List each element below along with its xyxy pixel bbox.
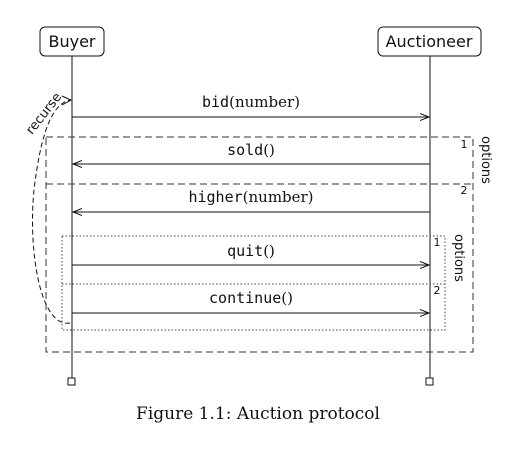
svg-text:higher(number): higher(number) bbox=[188, 188, 313, 206]
inner-branch-2-label: 2 bbox=[434, 284, 441, 297]
inner-options-label: options bbox=[451, 234, 466, 282]
message-bid: bid(number) bbox=[72, 93, 429, 117]
buyer-label: Buyer bbox=[48, 32, 95, 51]
auctioneer-lifeline-end bbox=[425, 377, 434, 386]
message-continue: continue() bbox=[72, 289, 429, 313]
message-quit-arg: () bbox=[263, 242, 275, 260]
message-higher-name: higher bbox=[188, 188, 242, 206]
message-higher-arg: (number) bbox=[243, 188, 314, 206]
message-sold: sold() bbox=[73, 141, 430, 164]
figure-caption: Figure 1.1: Auction protocol bbox=[136, 404, 380, 424]
outer-branch-1-label: 1 bbox=[461, 138, 468, 151]
message-higher: higher(number) bbox=[73, 188, 430, 212]
inner-branch-1-label: 1 bbox=[434, 236, 441, 249]
message-continue-name: continue bbox=[209, 289, 281, 307]
buyer-lifeline-end bbox=[67, 377, 76, 386]
recurse-loop: recurse bbox=[23, 90, 73, 324]
auctioneer-participant: Auctioneer bbox=[377, 26, 482, 57]
buyer-participant: Buyer bbox=[39, 26, 105, 57]
message-quit: quit() bbox=[72, 242, 429, 265]
svg-text:continue(): continue() bbox=[209, 289, 293, 307]
svg-text:bid(number): bid(number) bbox=[202, 93, 300, 111]
outer-options-frame: 1 2 options bbox=[45, 136, 493, 353]
auctioneer-label: Auctioneer bbox=[386, 32, 473, 51]
recurse-label: recurse bbox=[23, 90, 65, 138]
svg-text:sold(): sold() bbox=[227, 141, 275, 159]
message-continue-arg: () bbox=[281, 289, 293, 307]
message-sold-arg: () bbox=[263, 141, 275, 159]
message-quit-name: quit bbox=[227, 242, 263, 260]
message-sold-name: sold bbox=[227, 141, 263, 159]
outer-branch-2-label: 2 bbox=[461, 184, 468, 197]
outer-options-label: options bbox=[478, 136, 493, 184]
message-bid-arg: (number) bbox=[229, 93, 300, 111]
inner-options-frame: 1 2 options bbox=[61, 234, 466, 331]
svg-text:quit(): quit() bbox=[227, 242, 275, 260]
message-bid-name: bid bbox=[202, 93, 229, 111]
